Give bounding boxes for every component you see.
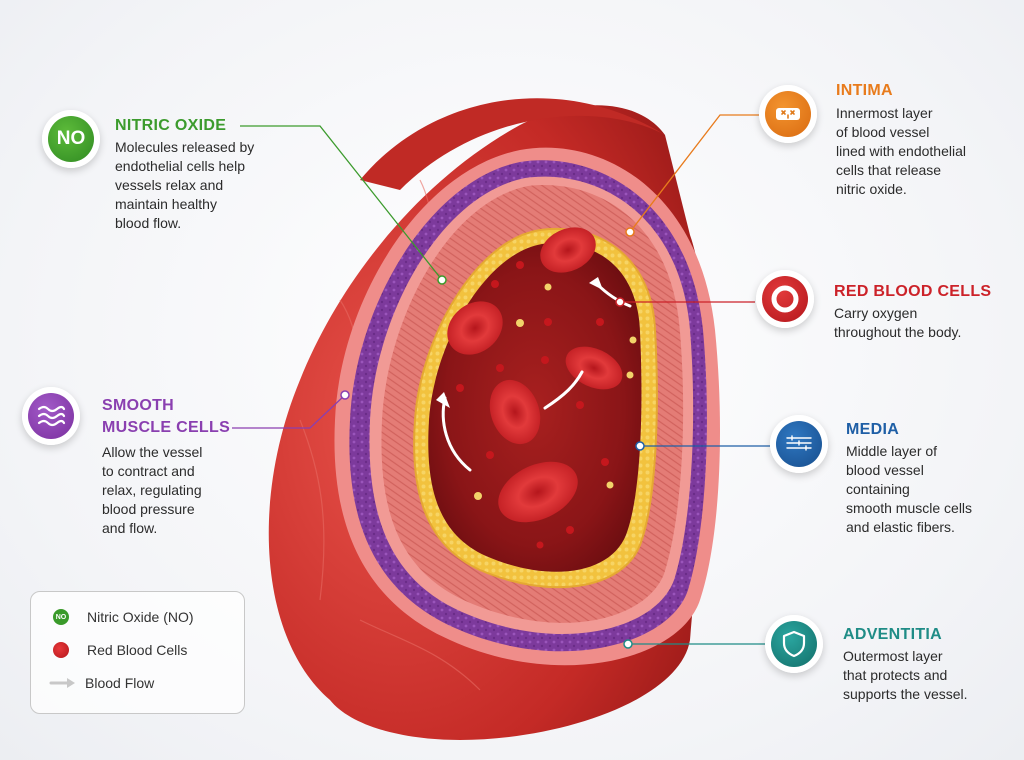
smooth-muscle-description: Allow the vessel to contract and relax, … (102, 444, 203, 536)
adventitia-badge (765, 615, 823, 673)
intima-badge (759, 85, 817, 143)
red-blood-cell (489, 379, 541, 445)
nitric-oxide-badge: NO (42, 110, 100, 168)
legend-item-nitric-oxide: NO Nitric Oxide (NO) (53, 606, 194, 628)
shield-icon (782, 630, 806, 658)
adventitia-description: Outermost layer that protects and suppor… (843, 648, 968, 702)
red-blood-cells-description: Carry oxygen throughout the body. (834, 305, 962, 340)
muscle-fibers-icon (786, 435, 812, 451)
intima-title: INTIMA (836, 82, 893, 99)
adventitia-title: ADVENTITIA (843, 626, 942, 643)
no-dot-icon: NO (53, 609, 69, 625)
media-badge (770, 415, 828, 473)
red-blood-cell (447, 301, 503, 355)
nitric-oxide-particles (456, 261, 637, 549)
leader-intima (629, 114, 760, 233)
no-badge-text: NO (56, 128, 86, 149)
smooth-muscle-badge (22, 387, 80, 445)
red-blood-cell (565, 346, 623, 390)
arrow-icon (49, 678, 75, 688)
wave-lines-icon (37, 405, 66, 427)
red-blood-cell-icon (53, 642, 69, 658)
red-blood-cells-title: RED BLOOD CELLS (834, 283, 992, 300)
legend-label: Nitric Oxide (NO) (87, 609, 194, 625)
leader-smooth-muscle (232, 394, 346, 429)
red-blood-cell (540, 227, 596, 273)
legend-item-blood-flow: Blood Flow (49, 672, 154, 694)
nitric-oxide-description: Molecules released by endothelial cells … (115, 139, 255, 231)
red-blood-cell-icon (771, 285, 799, 313)
legend: NO Nitric Oxide (NO) Red Blood Cells Blo… (30, 591, 245, 714)
legend-item-red-blood-cells: Red Blood Cells (53, 639, 187, 661)
media-title: MEDIA (846, 421, 900, 438)
red-blood-cells-group (447, 227, 623, 523)
nitric-oxide-title: NITRIC OXIDE (115, 117, 227, 134)
smooth-muscle-title-2: MUSCLE CELLS (102, 419, 231, 436)
leader-nitric-oxide (240, 125, 443, 281)
red-blood-cells-badge (756, 270, 814, 328)
endothelial-cells-icon (776, 108, 800, 120)
intima-description: Innermost layer of blood vessel lined wi… (836, 105, 966, 197)
vessel-tail (360, 98, 665, 190)
smooth-muscle-title-1: SMOOTH (102, 397, 175, 414)
legend-label: Blood Flow (85, 675, 155, 691)
legend-label: Red Blood Cells (87, 642, 188, 658)
red-blood-cell (498, 461, 578, 523)
media-description: Middle layer of blood vessel containing … (846, 443, 973, 535)
